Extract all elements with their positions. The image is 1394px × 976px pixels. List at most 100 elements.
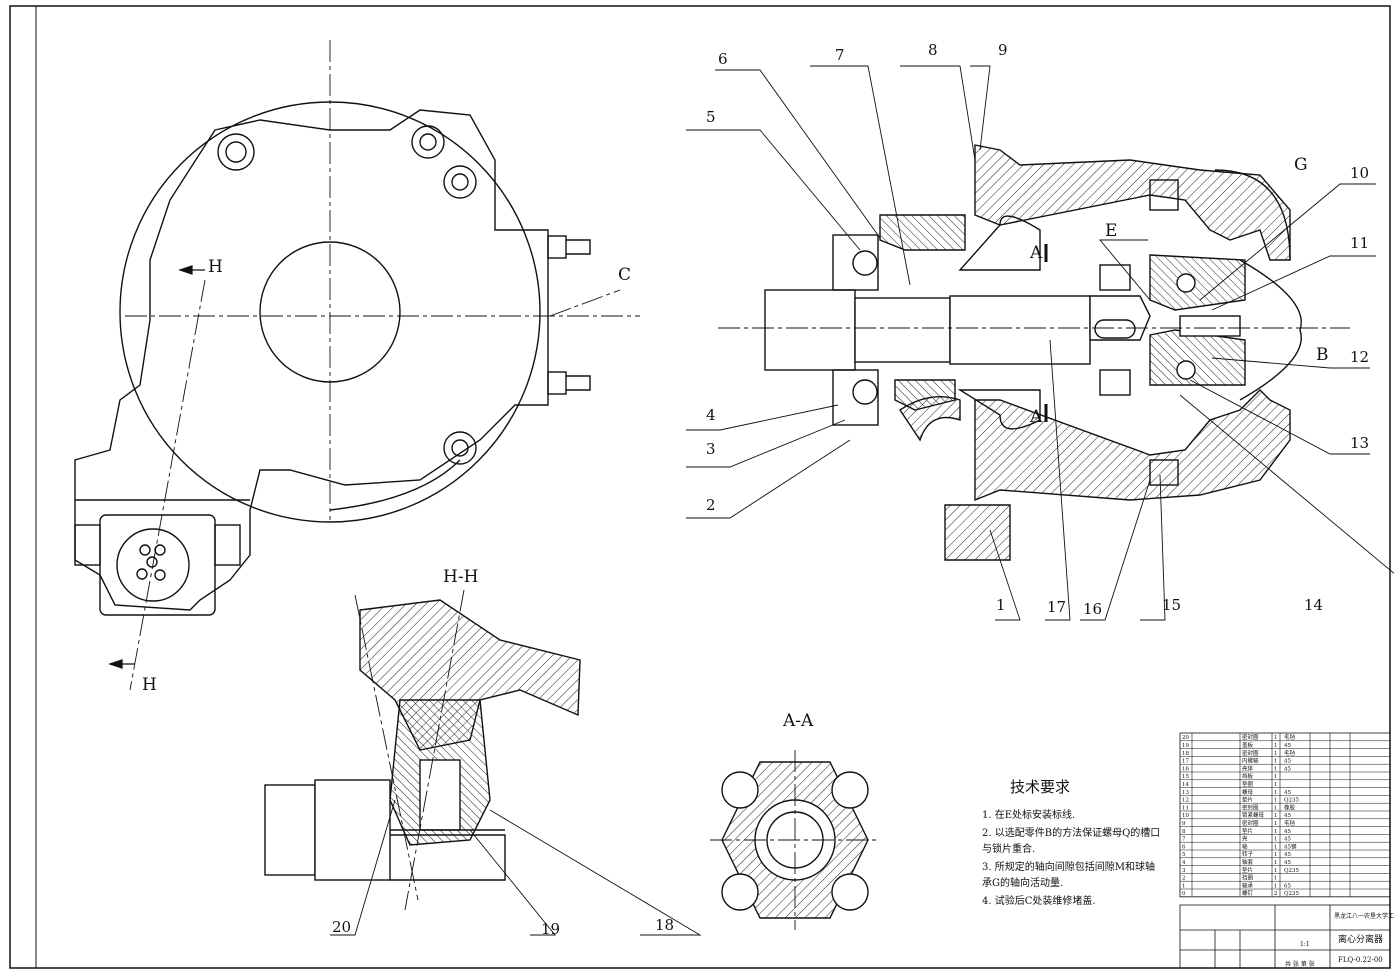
parts-name-cell: 挡圈 <box>1242 874 1254 882</box>
callout-1: 1 <box>996 596 1006 614</box>
parts-no-cell: 17 <box>1182 759 1189 765</box>
sheet-border <box>9 5 1391 969</box>
callout-17: 17 <box>1047 598 1066 616</box>
parts-material-cell: 45 <box>1284 790 1291 796</box>
parts-name-cell: 密封圈 <box>1242 819 1259 827</box>
hh-centerlines <box>354 589 465 911</box>
parts-name-cell: 密封圈 <box>1242 733 1259 741</box>
parts-no-cell: 7 <box>1182 837 1186 843</box>
parts-qty-cell: 1 <box>1274 766 1278 772</box>
main-section-view <box>764 144 1302 561</box>
view-letter-c: C <box>618 265 631 285</box>
parts-qty-cell: 1 <box>1274 821 1278 827</box>
callout-4: 4 <box>706 406 716 424</box>
parts-no-cell: 20 <box>1182 735 1189 741</box>
parts-qty-cell: 1 <box>1274 782 1278 788</box>
callout-labels: 5 6 7 8 9 10 11 12 13 14 15 16 17 1 4 3 … <box>332 41 1369 938</box>
view-letter-h-top: H <box>208 257 223 277</box>
parts-no-cell: 11 <box>1182 805 1189 811</box>
parts-no-cell: 19 <box>1182 743 1189 749</box>
parts-material-cell: 45 <box>1284 743 1291 749</box>
note-line: 3. 所规定的轴向间隙包括间隙M和球轴 <box>982 860 1155 873</box>
callout-2: 2 <box>706 496 716 514</box>
title-page: 共 张 第 张 <box>1285 960 1315 968</box>
parts-no-cell: 9 <box>1182 821 1186 827</box>
parts-no-cell: 8 <box>1182 829 1186 835</box>
note-line: 与锁片重合. <box>982 842 1035 855</box>
parts-qty-cell: 2 <box>1274 891 1278 897</box>
parts-material-cell: 毛毡 <box>1284 733 1296 741</box>
callout-12: 12 <box>1350 348 1369 366</box>
view-letter-a-bottom: A <box>1029 407 1043 427</box>
parts-no-cell: 14 <box>1182 782 1189 788</box>
parts-name-cell: 盖板 <box>1242 741 1254 749</box>
title-org: 黑龙江八一农垦大学工程学院 <box>1334 912 1394 920</box>
parts-name-cell: 轴承 <box>1242 881 1254 889</box>
parts-material-cell: 45 <box>1284 759 1291 765</box>
parts-no-cell: 13 <box>1182 790 1189 796</box>
parts-material-cell: Q235 <box>1284 868 1300 874</box>
callout-11: 11 <box>1350 234 1369 252</box>
hh-leaders <box>330 799 702 936</box>
parts-name-cell: 垫片 <box>1242 796 1253 804</box>
parts-no-cell: 2 <box>1182 876 1186 882</box>
parts-material-cell: 45 <box>1284 829 1291 835</box>
title-block <box>1179 904 1391 969</box>
parts-qty-cell: 1 <box>1274 876 1278 882</box>
parts-qty-cell: 1 <box>1274 829 1278 835</box>
parts-material-cell: 毛毡 <box>1284 819 1296 827</box>
parts-no-cell: 3 <box>1182 868 1186 874</box>
parts-name-cell: 螺钉 <box>1242 889 1254 897</box>
parts-material-cell: 45 <box>1284 813 1291 819</box>
callout-8: 8 <box>928 41 938 59</box>
view-letter-e: E <box>1105 221 1117 241</box>
parts-name-cell: 锁紧螺母 <box>1242 811 1265 819</box>
leader-lines <box>686 65 1394 621</box>
view-letter-h-bottom: H <box>142 675 157 695</box>
parts-name-cell: 密封圈 <box>1242 803 1259 811</box>
parts-no-cell: 15 <box>1182 774 1189 780</box>
callout-7: 7 <box>835 46 845 64</box>
parts-qty-cell: 1 <box>1274 751 1278 757</box>
callout-10: 10 <box>1350 164 1369 182</box>
parts-qty-cell: 1 <box>1274 860 1278 866</box>
parts-name-cell: 挡板 <box>1242 772 1254 780</box>
parts-name-cell: 转子 <box>1242 850 1254 858</box>
parts-name-cell: 螺母 <box>1242 788 1254 796</box>
callout-9: 9 <box>998 41 1008 59</box>
parts-material-cell: 45 <box>1284 766 1291 772</box>
parts-no-cell: 4 <box>1182 860 1186 866</box>
parts-name-cell: 密封圈 <box>1242 749 1259 757</box>
parts-qty-cell: 1 <box>1274 852 1278 858</box>
title-scale: 1:1 <box>1300 941 1310 948</box>
parts-qty-cell: 1 <box>1274 735 1278 741</box>
parts-qty-cell: 1 <box>1274 868 1278 874</box>
parts-qty-cell: 1 <box>1274 790 1278 796</box>
parts-material-cell: 45 <box>1284 852 1291 858</box>
notes-title: 技术要求 <box>1010 778 1070 796</box>
callout-15: 15 <box>1162 596 1181 614</box>
aa-centerlines <box>710 750 880 930</box>
parts-material-cell: 45 <box>1284 860 1291 866</box>
parts-qty-cell: 1 <box>1274 844 1278 850</box>
callout-20: 20 <box>332 918 351 936</box>
view-letter-a-top: A <box>1029 243 1043 263</box>
callout-18: 18 <box>655 916 674 934</box>
parts-qty-cell: 1 <box>1274 805 1278 811</box>
parts-name-cell: 壳 <box>1242 835 1248 843</box>
parts-qty-cell: 1 <box>1274 883 1278 889</box>
section-arrows-h <box>108 265 205 669</box>
parts-material-cell: 65 <box>1284 883 1291 889</box>
callout-5: 5 <box>706 108 716 126</box>
callout-13: 13 <box>1350 434 1369 452</box>
parts-name-cell: 轴 <box>1242 842 1248 850</box>
parts-name-cell: 壳体 <box>1242 764 1254 772</box>
note-line: 2. 以选配零件B的方法保证螺母Q的槽口 <box>982 826 1160 839</box>
parts-name-cell: 内螺轴 <box>1242 757 1259 765</box>
parts-name-cell: 垫圈 <box>1242 780 1254 788</box>
parts-qty-cell: 1 <box>1274 759 1278 765</box>
parts-qty-cell: 1 <box>1274 813 1278 819</box>
note-line: 承G的轴向活动量. <box>982 876 1063 889</box>
